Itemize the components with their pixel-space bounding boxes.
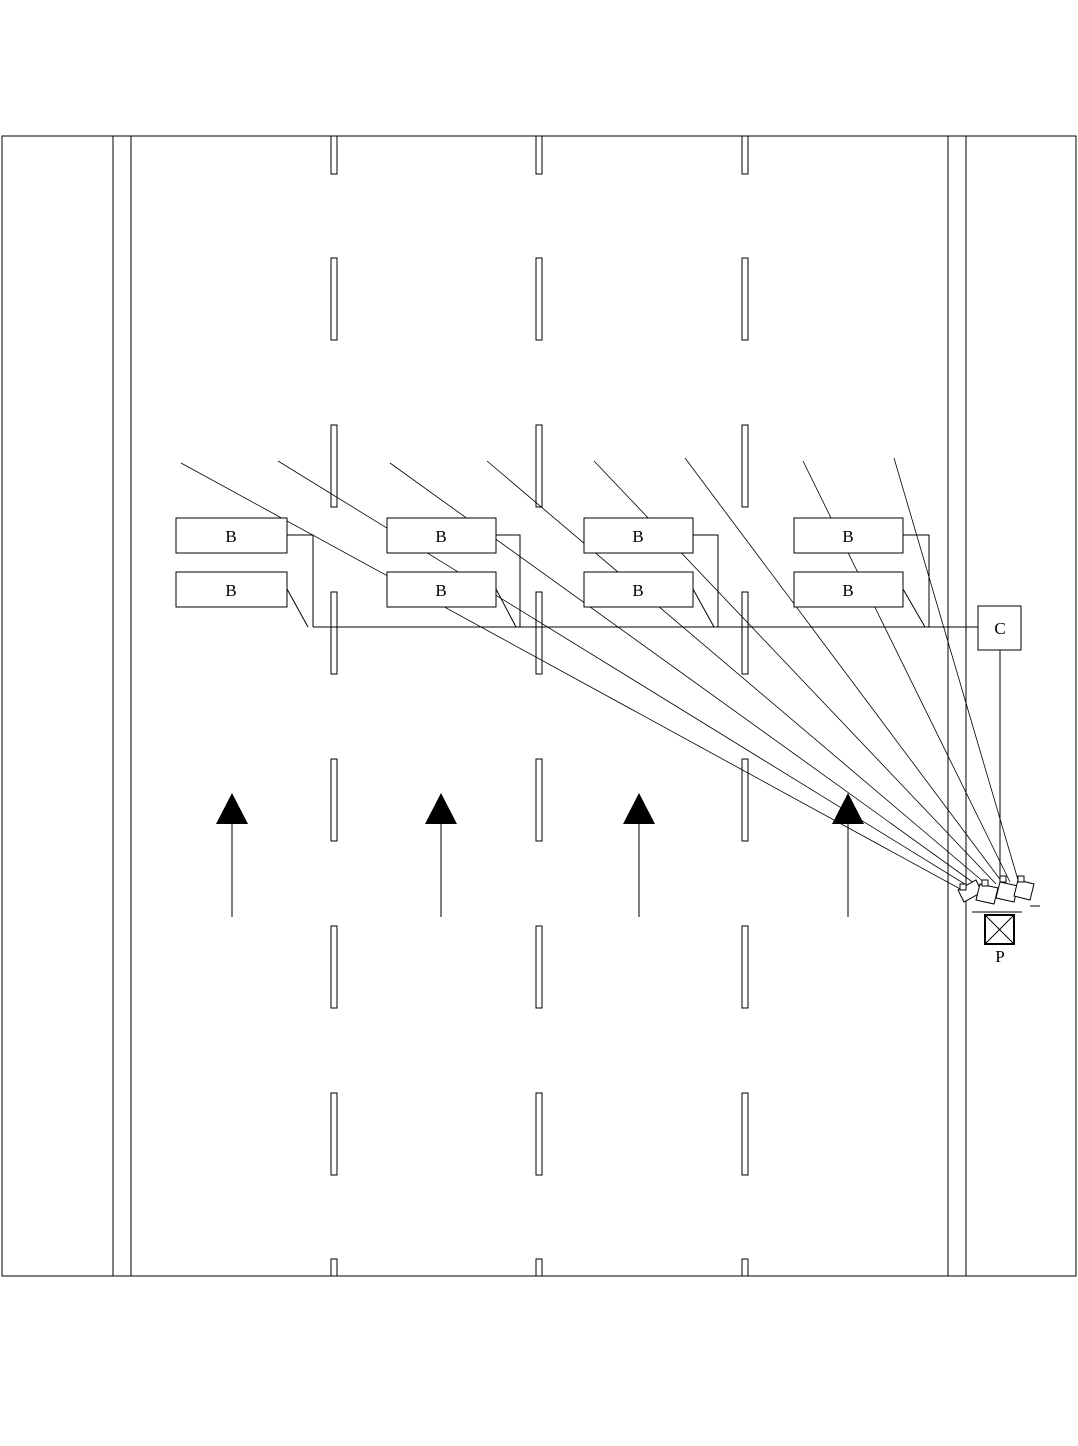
- sensor-box[interactable]: [793, 571, 904, 608]
- sensor-label: B: [842, 527, 853, 546]
- lane-divider-dash: [330, 424, 338, 508]
- sensor-head-assembly[interactable]: [957, 875, 1040, 913]
- wire-lane-3-top: [693, 534, 719, 627]
- wire-lane-2-bottom: [495, 588, 517, 628]
- controller-box[interactable]: [977, 605, 1022, 651]
- camera-icon: [975, 879, 999, 905]
- lane-divider-dash: [535, 135, 543, 175]
- sensor-label: B: [225, 527, 236, 546]
- sight-line: [684, 457, 1003, 883]
- sensor-wiring: [286, 534, 1001, 880]
- sight-line: [180, 462, 963, 891]
- sensor-box[interactable]: [386, 571, 497, 608]
- lane-divider-dash: [330, 257, 338, 341]
- lane-divider-dash: [330, 135, 338, 175]
- traffic-arrow-lane-1: [216, 793, 248, 917]
- pole: P: [984, 914, 1015, 966]
- lane-divider-dash: [535, 1258, 543, 1277]
- arrow-up-icon: [623, 793, 655, 824]
- sensor-box[interactable]: [175, 517, 288, 554]
- lane-divider-dash: [741, 591, 749, 675]
- lane-divider-dash: [535, 591, 543, 675]
- sensor-label: B: [435, 581, 446, 600]
- sensor-group-lane-4: B B: [793, 517, 904, 608]
- lane-divider-dash: [741, 257, 749, 341]
- traffic-arrow-lane-4: [832, 793, 864, 917]
- sensor-group-lane-2: B B: [386, 517, 497, 608]
- lane-divider-dash: [535, 925, 543, 1009]
- lane-divider-dash: [330, 758, 338, 842]
- lane-divider-dash: [330, 591, 338, 675]
- camera-icon: [995, 875, 1019, 903]
- lane-divider-dash: [535, 758, 543, 842]
- wire-lane-4-bottom: [902, 588, 926, 628]
- sensor-label: B: [842, 581, 853, 600]
- traffic-arrows: [216, 793, 864, 917]
- lane-divider-dash: [741, 135, 749, 175]
- controller-label: C: [994, 619, 1005, 638]
- controller: C: [977, 605, 1022, 651]
- sensor-label: B: [225, 581, 236, 600]
- arrow-up-icon: [425, 793, 457, 824]
- sensor-label: B: [632, 581, 643, 600]
- lane-divider-dash: [741, 925, 749, 1009]
- wire-lane-2-top: [496, 534, 521, 627]
- lane-divider-dash: [741, 1258, 749, 1277]
- traffic-arrow-lane-3: [623, 793, 655, 917]
- lane-divider-dash: [741, 424, 749, 508]
- arrow-up-icon: [216, 793, 248, 824]
- lane-divider-dash: [741, 758, 749, 842]
- lane-divider-dash: [535, 1092, 543, 1176]
- sensor-label: B: [632, 527, 643, 546]
- sensor-box[interactable]: [583, 571, 694, 608]
- lane-divider-dash: [535, 257, 543, 341]
- pole-label: P: [995, 947, 1004, 966]
- sensor-box[interactable]: [793, 517, 904, 554]
- lane-dividers: [330, 135, 749, 1277]
- sensor-group-lane-1: B B: [175, 517, 288, 608]
- wire-lane-1-top: [287, 534, 314, 627]
- lane-divider-dash: [741, 1092, 749, 1176]
- sensor-group-lane-3: B B: [583, 517, 694, 608]
- lane-divider-dash: [330, 1092, 338, 1176]
- arrow-up-icon: [832, 793, 864, 824]
- lane-divider-dash: [535, 424, 543, 508]
- sensor-box[interactable]: [175, 571, 288, 608]
- sensor-box[interactable]: [583, 517, 694, 554]
- lane-divider-dash: [330, 1258, 338, 1277]
- wire-lane-4-top: [903, 534, 930, 627]
- camera-icon: [1013, 875, 1040, 907]
- sensor-label: B: [435, 527, 446, 546]
- sensor-box[interactable]: [386, 517, 497, 554]
- traffic-arrow-lane-2: [425, 793, 457, 917]
- lane-divider-dash: [330, 925, 338, 1009]
- sight-line: [893, 457, 1019, 881]
- sight-line: [486, 460, 987, 885]
- wire-lane-3-bottom: [692, 588, 715, 628]
- wire-lane-1-bottom: [286, 588, 309, 628]
